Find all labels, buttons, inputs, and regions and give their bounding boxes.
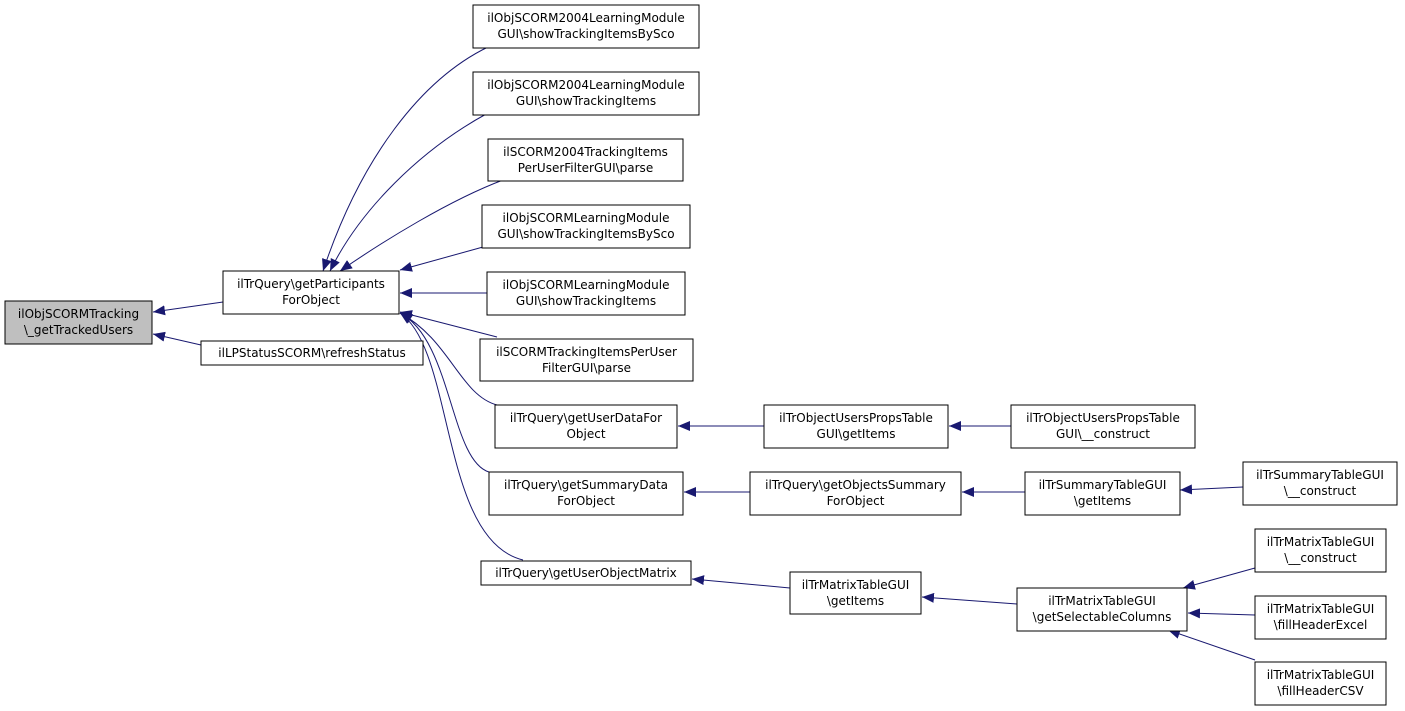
node-label-line: GUI\showTrackingItems xyxy=(516,94,656,108)
node-label-line: \getSelectableColumns xyxy=(1033,610,1172,624)
node-label-line: FilterGUI\parse xyxy=(542,361,631,375)
node-label-line: ilObjSCORM2004LearningModule xyxy=(487,78,684,92)
node-matrix-selectable[interactable]: ilTrMatrixTableGUI \getSelectableColumns xyxy=(1016,587,1188,632)
node-scorm-items[interactable]: ilObjSCORMLearningModule GUI\showTrackin… xyxy=(486,271,686,316)
node-label-line: ilTrQuery\getObjectsSummary xyxy=(765,478,946,492)
node-label-line: ilTrMatrixTableGUI xyxy=(1267,602,1375,616)
node-s2004-by-sco[interactable]: ilObjSCORM2004LearningModule GUI\showTra… xyxy=(472,4,700,49)
node-refresh-status[interactable]: ilLPStatusSCORM\refreshStatus xyxy=(200,340,424,366)
node-user-object-matrix[interactable]: ilTrQuery\getUserObjectMatrix xyxy=(480,560,692,586)
node-summary-table-get[interactable]: ilTrSummaryTableGUI \getItems xyxy=(1024,471,1181,516)
node-label-line: ForObject xyxy=(282,293,340,307)
node-label-line: ilTrQuery\getSummaryData xyxy=(504,478,668,492)
node-s2004-filter[interactable]: ilSCORM2004TrackingItems PerUserFilterGU… xyxy=(487,138,684,182)
node-label-line: \_getTrackedUsers xyxy=(24,323,133,337)
edge-refresh-status-to-tracked-users xyxy=(152,331,202,346)
edge-summary-data-to-participants xyxy=(399,312,490,473)
node-label-line: ilSCORMTrackingItemsPerUser xyxy=(496,345,677,359)
edge-s2004-items-to-participants xyxy=(329,112,489,272)
edge-matrix-csv-to-selectable xyxy=(1167,629,1256,661)
edge-scorm-filter-to-participants xyxy=(399,310,498,338)
node-objects-summary[interactable]: ilTrQuery\getObjectsSummary ForObject xyxy=(749,471,962,516)
node-label-line: ilTrSummaryTableGUI xyxy=(1039,478,1167,492)
edge-user-data-to-participants xyxy=(399,312,498,406)
node-label-line: ilTrMatrixTableGUI xyxy=(1267,535,1375,549)
edge-matrix-construct-to-selectable xyxy=(1182,567,1256,590)
node-tracked-users[interactable]: ilObjSCORMTracking \_getTrackedUsers xyxy=(4,300,153,345)
node-label-line: ForObject xyxy=(557,494,615,508)
node-scorm-filter[interactable]: ilSCORMTrackingItemsPerUser FilterGUI\pa… xyxy=(479,338,694,382)
node-label-line: \fillHeaderCSV xyxy=(1277,684,1364,698)
node-label-line: ilTrMatrixTableGUI xyxy=(1267,668,1375,682)
node-matrix-construct[interactable]: ilTrMatrixTableGUI \__construct xyxy=(1254,528,1387,573)
node-label-line: ilTrMatrixTableGUI xyxy=(802,578,910,592)
edge-matrix-excel-to-selectable xyxy=(1187,608,1256,619)
node-s2004-items[interactable]: ilObjSCORM2004LearningModule GUI\showTra… xyxy=(472,71,700,116)
node-label-line: \fillHeaderExcel xyxy=(1274,618,1368,632)
node-label-line: \getItems xyxy=(1074,494,1131,508)
node-label-line: ilTrObjectUsersPropsTable xyxy=(1026,411,1180,425)
node-label-line: \__construct xyxy=(1284,551,1357,565)
node-user-data[interactable]: ilTrQuery\getUserDataFor Object xyxy=(494,404,678,449)
node-label-line: \getItems xyxy=(827,594,884,608)
node-matrix-get[interactable]: ilTrMatrixTableGUI \getItems xyxy=(789,571,922,615)
node-label-line: Object xyxy=(566,427,605,441)
edge-user-object-matrix-to-participants xyxy=(399,312,524,561)
node-label-line: ilObjSCORM2004LearningModule xyxy=(487,11,684,25)
node-label-line: GUI\getItems xyxy=(817,427,896,441)
node-label-line: ilObjSCORMLearningModule xyxy=(503,278,670,292)
edge-scorm-by-sco-to-participants xyxy=(399,246,484,272)
node-label-line: ilTrQuery\getUserDataFor xyxy=(510,411,662,425)
edge-s2004-filter-to-participants xyxy=(339,179,504,272)
node-label-line: ilTrQuery\getParticipants xyxy=(237,277,385,291)
node-matrix-csv[interactable]: ilTrMatrixTableGUI \fillHeaderCSV xyxy=(1254,661,1387,706)
node-label-line: GUI\showTrackingItems xyxy=(516,294,656,308)
node-label-line: ilLPStatusSCORM\refreshStatus xyxy=(218,346,405,360)
edge-summary-construct-to-summary-get xyxy=(1179,484,1244,495)
edges xyxy=(152,46,1256,661)
edge-s2004-by-sco-to-participants xyxy=(322,46,489,272)
node-label-line: ilObjSCORMTracking xyxy=(18,307,139,321)
edge-participants-to-tracked-users xyxy=(152,301,224,316)
node-summary-table-construct[interactable]: ilTrSummaryTableGUI \__construct xyxy=(1242,461,1398,506)
node-label-line: GUI\showTrackingItemsBySco xyxy=(497,227,674,241)
node-scorm-by-sco[interactable]: ilObjSCORMLearningModule GUI\showTrackin… xyxy=(481,204,691,249)
node-label-line: ilObjSCORMLearningModule xyxy=(503,211,670,225)
node-users-props-get[interactable]: ilTrObjectUsersPropsTable GUI\getItems xyxy=(763,404,949,449)
node-label-line: ilTrQuery\getUserObjectMatrix xyxy=(495,566,677,580)
node-matrix-excel[interactable]: ilTrMatrixTableGUI \fillHeaderExcel xyxy=(1254,595,1387,640)
node-label-line: GUI\showTrackingItemsBySco xyxy=(497,27,674,41)
node-users-props-construct[interactable]: ilTrObjectUsersPropsTable GUI\__construc… xyxy=(1010,404,1196,449)
node-label-line: ilTrSummaryTableGUI xyxy=(1256,468,1384,482)
node-label-line: ilSCORM2004TrackingItems xyxy=(503,145,668,159)
edge-matrix-selectable-to-matrix-get xyxy=(921,592,1018,605)
node-label-line: ilTrObjectUsersPropsTable xyxy=(779,411,933,425)
node-label-line: PerUserFilterGUI\parse xyxy=(518,161,653,175)
node-label-line: ForObject xyxy=(827,494,885,508)
node-label-line: \__construct xyxy=(1284,484,1357,498)
edge-matrix-get-to-user-object-matrix xyxy=(691,575,791,589)
node-get-participants[interactable]: ilTrQuery\getParticipants ForObject xyxy=(222,270,400,315)
node-label-line: GUI\__construct xyxy=(1056,427,1150,441)
node-label-line: ilTrMatrixTableGUI xyxy=(1048,594,1156,608)
node-summary-data[interactable]: ilTrQuery\getSummaryData ForObject xyxy=(488,471,684,516)
